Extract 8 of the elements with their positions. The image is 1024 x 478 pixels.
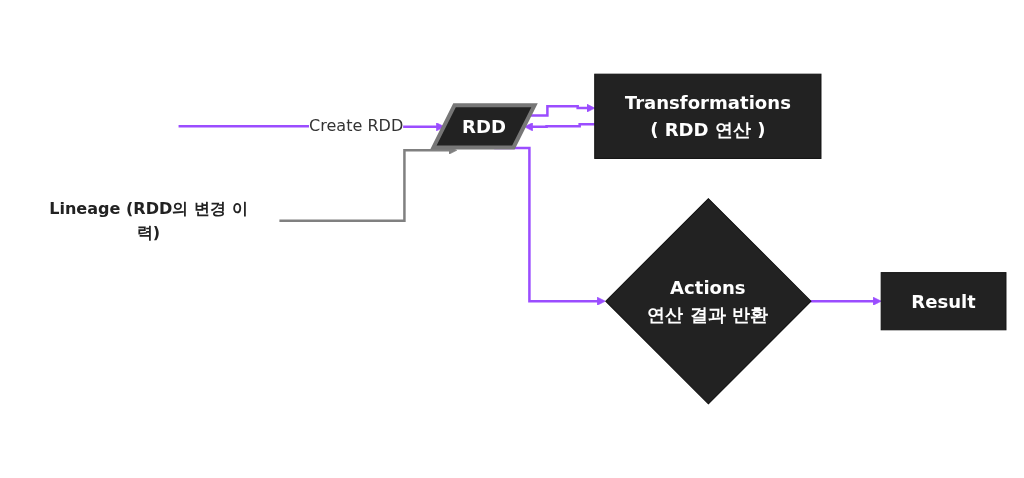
node-box: Transformations ( RDD 연산 ): [594, 73, 822, 159]
arrow: [524, 122, 595, 132]
arrow: [530, 103, 596, 117]
node-box: Result: [880, 272, 1007, 331]
node-text: Lineage (RDD의 변경 이력): [49, 198, 248, 242]
edge-label: Create RDD: [309, 116, 404, 136]
node-diamond: Actions 연산 결과 반환: [605, 198, 812, 405]
arrow: [810, 296, 882, 306]
